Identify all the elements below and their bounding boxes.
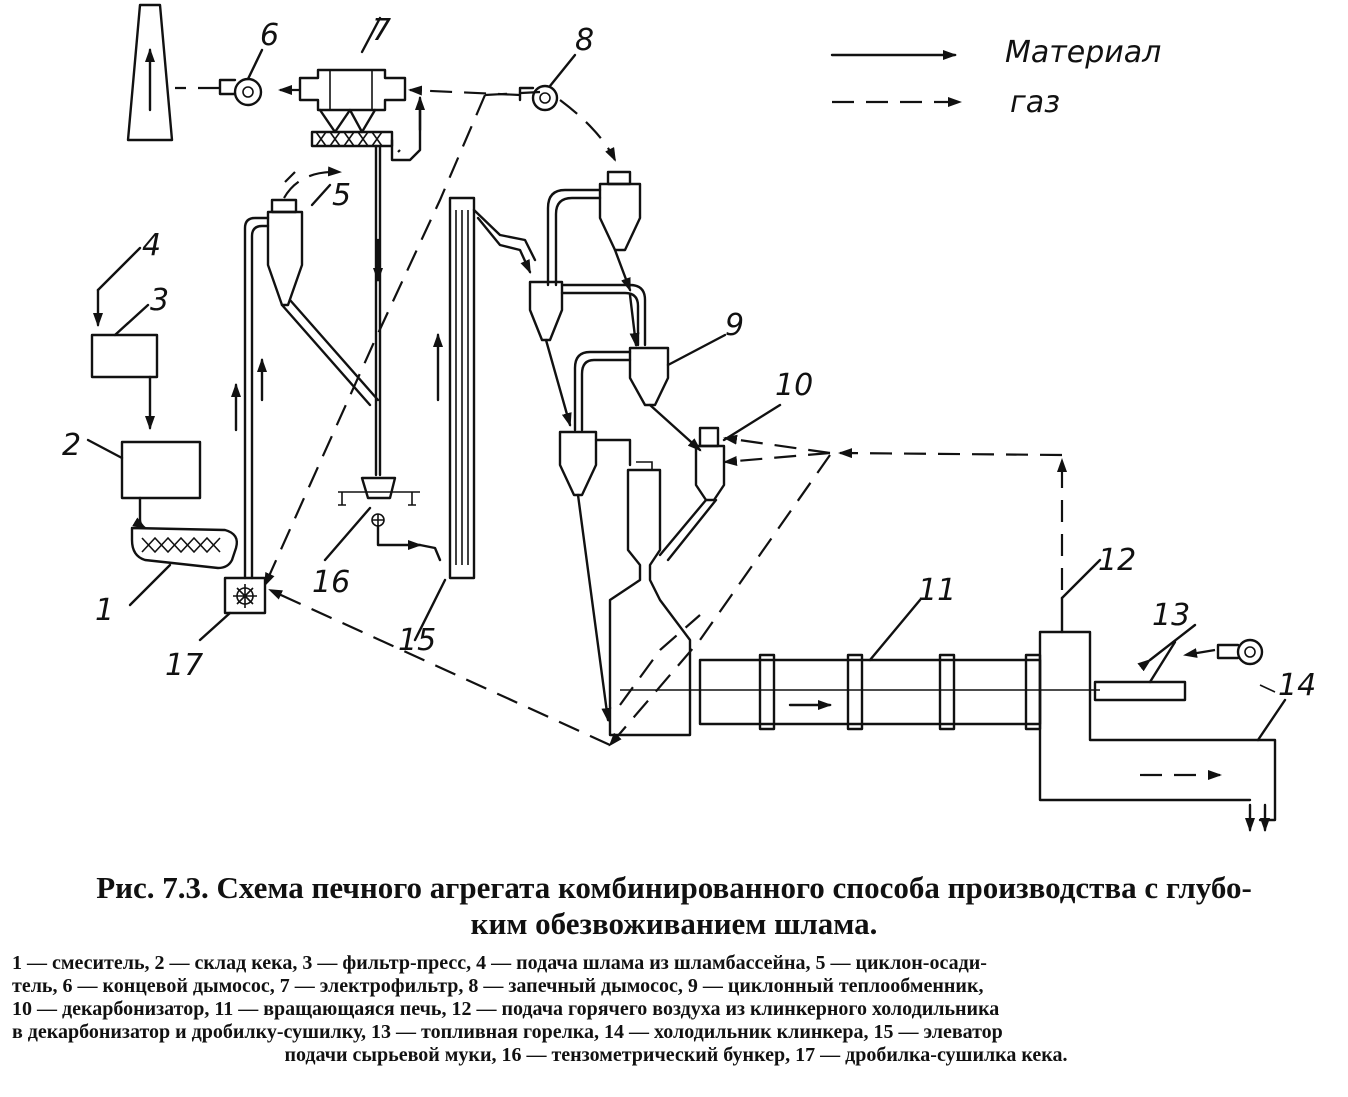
- fuel-burner: [1093, 623, 1264, 702]
- label-5: 5: [332, 178, 351, 213]
- label-11: 11: [918, 573, 956, 608]
- label-14: 14: [1278, 668, 1316, 703]
- kiln-inlet-chamber: [608, 461, 692, 737]
- caption-legend-line-3: 10 — декарбонизатор, 11 — вращающаяся пе…: [12, 998, 1000, 1020]
- cyclone-heat-exchanger: [528, 170, 727, 722]
- caption-legend-line-5: подачи сырьевой муки, 16 — тензометричес…: [284, 1044, 1068, 1066]
- caption-title-line-2: ким обезвоживанием шлама.: [470, 906, 878, 941]
- chimney: [126, 3, 174, 142]
- caption-legend-line-1: 1 — смеситель, 2 — склад кека, 3 — фильт…: [12, 952, 987, 974]
- clinker-cooler: [1140, 684, 1287, 832]
- elevator: [413, 196, 537, 642]
- mixer: [128, 526, 239, 607]
- caption-legend: 1 — смеситель, 2 — склад кека, 3 — фильт…: [12, 952, 1340, 1067]
- caption-legend-line-4: в декарбонизатор и дробилку-сушилку, 13 …: [12, 1021, 1003, 1043]
- label-16: 16: [312, 565, 350, 600]
- label-6: 6: [260, 18, 279, 53]
- label-12: 12: [1098, 543, 1136, 578]
- label-15: 15: [398, 623, 436, 658]
- legend-material-label: Материал: [1005, 35, 1161, 70]
- cake-store: [86, 438, 202, 530]
- cyclone-settler: [266, 166, 380, 407]
- label-1: 1: [95, 593, 114, 628]
- filter-press: [90, 303, 159, 430]
- label-4: 4: [142, 228, 161, 263]
- electrofilter: [278, 16, 407, 148]
- caption-legend-line-2: тель, 6 — концевой дымосос, 7 — электроф…: [12, 975, 984, 997]
- figure-caption: Рис. 7.3. Схема печного агрегата комбини…: [0, 870, 1348, 1067]
- legend-gas-label: газ: [1010, 85, 1060, 120]
- slurry-feed: [93, 246, 142, 327]
- decarbonizer: [658, 403, 831, 562]
- label-2: 2: [62, 428, 81, 463]
- label-10: 10: [775, 368, 813, 403]
- label-7: 7: [372, 13, 391, 48]
- tenzometric-bunker: [323, 476, 442, 562]
- rotary-kiln: [620, 598, 1100, 731]
- label-8: 8: [575, 23, 594, 58]
- legend: Материал газ: [830, 35, 1161, 120]
- label-17: 17: [165, 648, 203, 683]
- label-9: 9: [725, 308, 744, 343]
- end-exhauster: [175, 48, 264, 107]
- process-diagram: Материал газ: [62, 3, 1316, 832]
- caption-title-line-1: Рис. 7.3. Схема печного агрегата комбини…: [96, 870, 1252, 905]
- label-13: 13: [1152, 598, 1190, 633]
- kiln-exhauster: [408, 53, 616, 162]
- label-3: 3: [150, 283, 169, 318]
- hot-air-supply: [838, 448, 1277, 822]
- crusher-dryer: [198, 576, 267, 642]
